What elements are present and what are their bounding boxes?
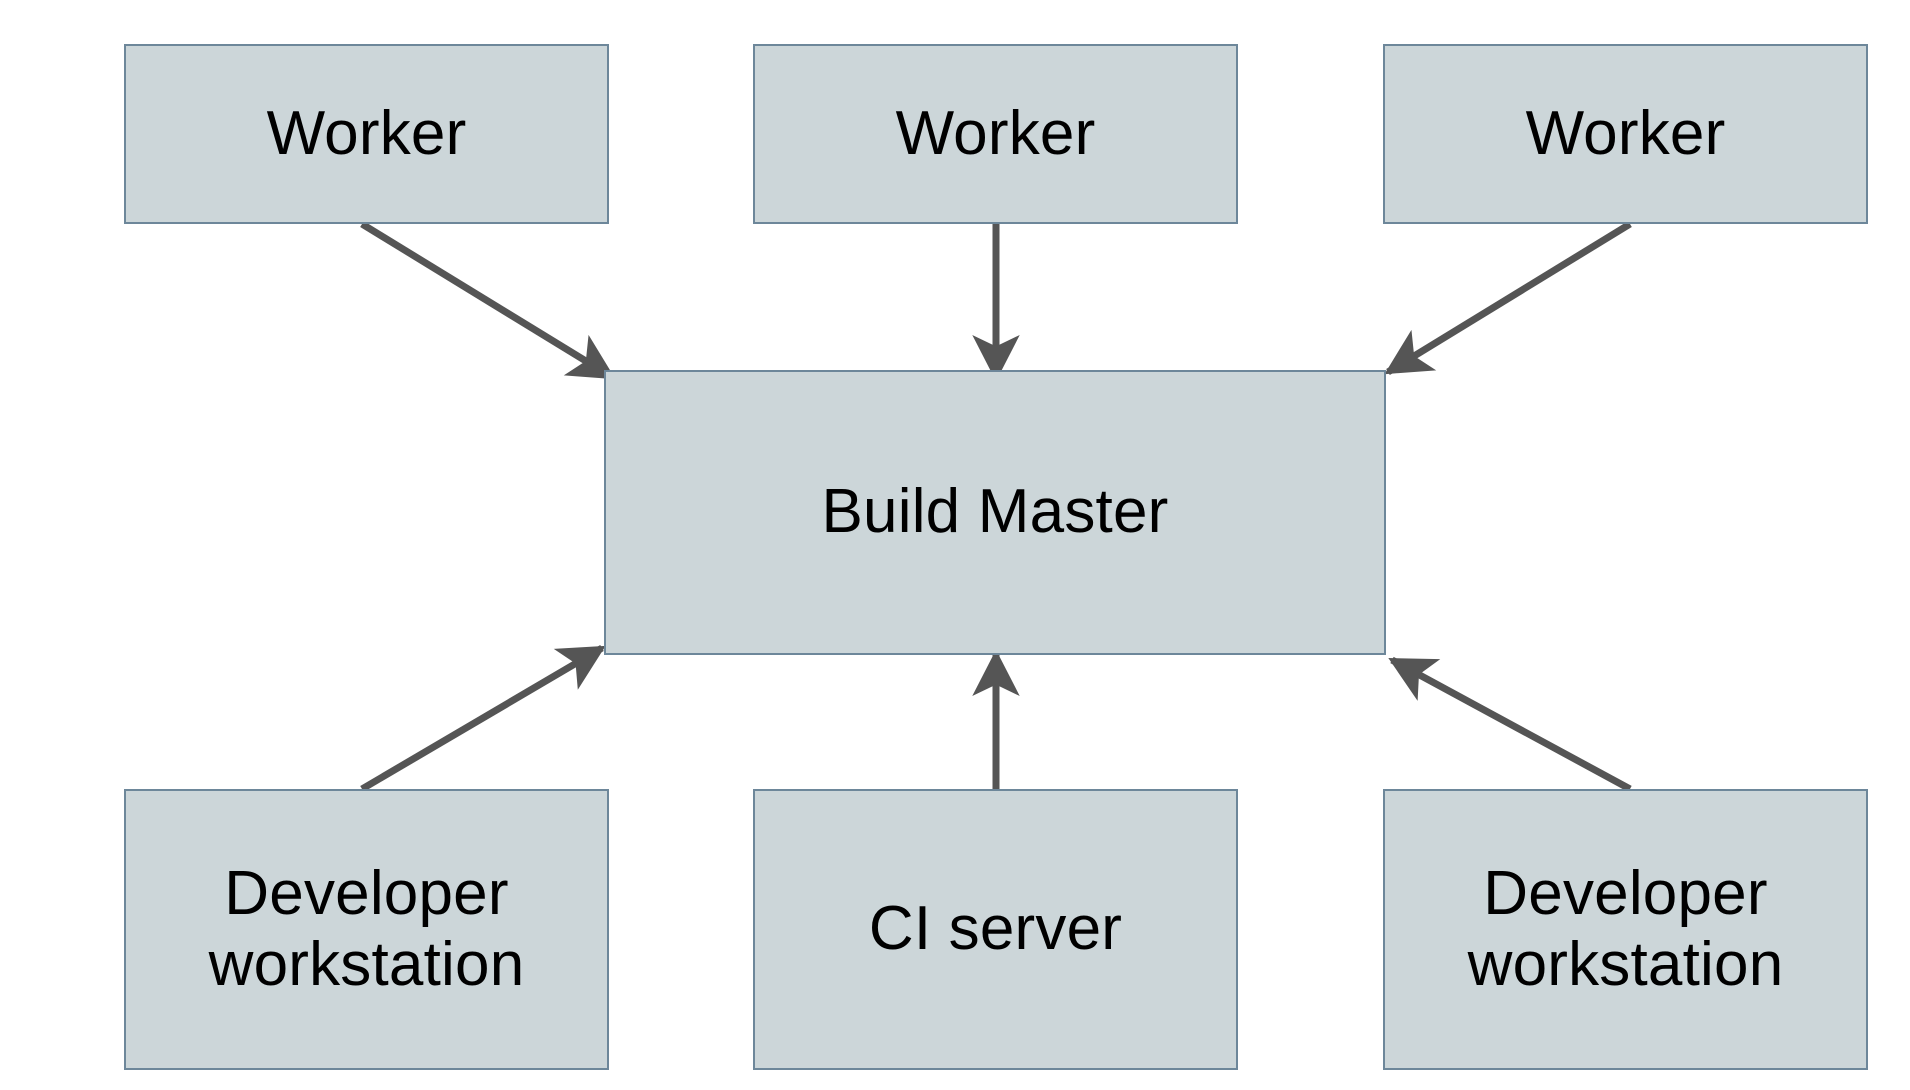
- node-worker-2-label: Worker: [895, 98, 1096, 168]
- node-worker-1[interactable]: Worker: [124, 44, 609, 224]
- node-worker-1-label: Worker: [266, 98, 467, 168]
- edge-dev-1-to-build-master: [360, 644, 606, 793]
- node-worker-2[interactable]: Worker: [753, 44, 1238, 224]
- node-developer-workstation-left-label: Developer workstation: [208, 858, 525, 999]
- node-build-master-label: Build Master: [821, 477, 1169, 547]
- edge-worker-1-to-build-master: [360, 221, 616, 380]
- node-developer-workstation-left[interactable]: Developer workstation: [124, 789, 609, 1070]
- node-build-master[interactable]: Build Master: [604, 370, 1386, 655]
- edge-dev-2-to-build-master: [1388, 656, 1632, 793]
- node-ci-server-label: CI server: [868, 894, 1123, 964]
- node-worker-3[interactable]: Worker: [1383, 44, 1868, 224]
- node-worker-3-label: Worker: [1525, 98, 1726, 168]
- node-developer-workstation-right-label: Developer workstation: [1467, 858, 1784, 999]
- node-developer-workstation-right[interactable]: Developer workstation: [1383, 789, 1868, 1070]
- node-ci-server[interactable]: CI server: [753, 789, 1238, 1070]
- edge-worker-3-to-build-master: [1384, 221, 1632, 375]
